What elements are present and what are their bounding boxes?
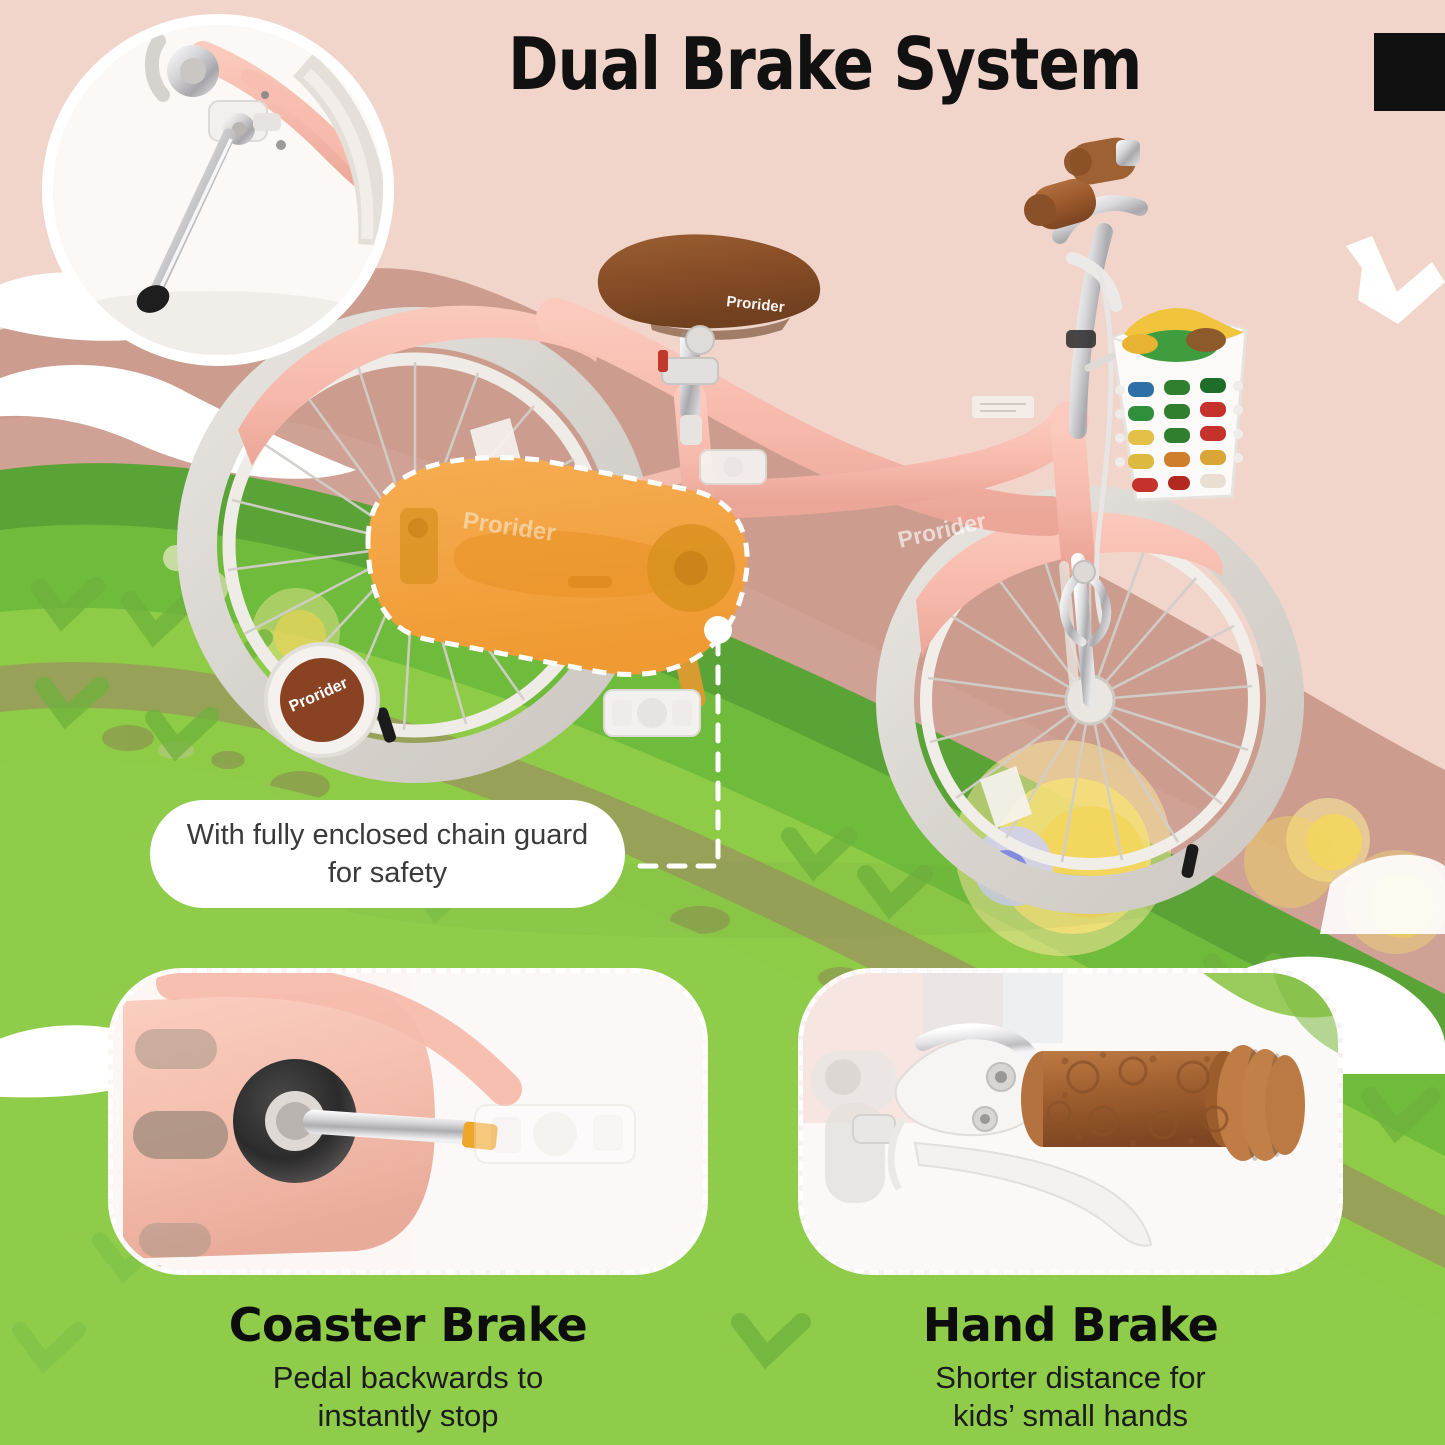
quick-release-lever [658,350,668,372]
head-tube [1051,413,1095,577]
pedal-faded [474,1104,636,1164]
kickstand-foot [136,285,170,313]
coaster-brake-subtitle-line1: Pedal backwards to [272,1360,544,1395]
seat-assembly: Prorider [597,234,821,445]
saddle [597,234,821,329]
down-tube [681,401,1089,519]
coaster-brake-subtitle: Pedal backwards to instantly stop [108,1359,708,1435]
saddle-brand-text: Prorider [726,293,786,316]
hand-brake-subtitle-line1: Shorter distance for [935,1360,1206,1395]
bird-icon [1346,236,1445,324]
handlebar-assembly [1024,137,1148,647]
grip-near [1024,178,1097,230]
pedal [603,689,701,737]
brake-lever-blade [913,1141,1153,1247]
chain-guard-callout-text: With fully enclosed chain guard for safe… [186,818,589,889]
hand-brake-title: Hand Brake [922,1298,1219,1352]
chain-guard-callout: With fully enclosed chain guard for safe… [150,800,625,908]
front-fork [1071,553,1097,707]
coaster-brake-title: Coaster Brake [228,1298,588,1352]
bar-end [1116,140,1140,166]
coaster-brake-photo [113,973,703,1270]
coaster-brake-photo-card [108,968,708,1275]
rear-fender [238,305,597,466]
hand-brake-label: Hand Brake Shorter distance for kids’ sm… [798,1298,1343,1435]
front-fender [916,511,1223,658]
title-block-accent [1374,33,1445,111]
coaster-brake-subtitle-line2: instantly stop [317,1397,499,1433]
front-wheel [876,486,1304,914]
training-wheel: Prorider [264,642,380,758]
coaster-brake-label: Coaster Brake Pedal backwards to instant… [108,1298,708,1435]
page-title: Dual Brake System [508,22,1142,106]
hand-brake-photo [803,973,1338,1270]
brake-lever-housing [852,1023,1049,1144]
stem [1069,223,1113,439]
hand-brake-subtitle: Shorter distance for kids’ small hands [798,1359,1343,1435]
callout-anchor-dot [704,616,732,644]
chain-guard-slot [453,530,686,598]
top-tube [536,298,1070,536]
training-wheel-hub [280,658,364,742]
hand-brake-subtitle-line2: kids’ small hands [953,1397,1188,1433]
reflector-tab [462,1121,498,1150]
handlebar-grip [1021,1045,1305,1161]
hand-brake-photo-card [798,968,1343,1275]
kickstand-inset [42,14,394,366]
basket-contents [1122,308,1244,362]
front-caliper [1059,560,1112,647]
pedal-far [699,449,767,485]
kickstand-leg [150,128,236,296]
cable-clip [1066,330,1096,348]
brake-cable [1094,267,1114,631]
kickstand-bracket [208,100,281,145]
front-basket [1084,308,1249,502]
kickstand-photo [53,25,383,355]
axle [302,1109,473,1145]
chain-guard-highlight: Prorider [365,455,750,677]
basket-holes [1115,378,1243,492]
